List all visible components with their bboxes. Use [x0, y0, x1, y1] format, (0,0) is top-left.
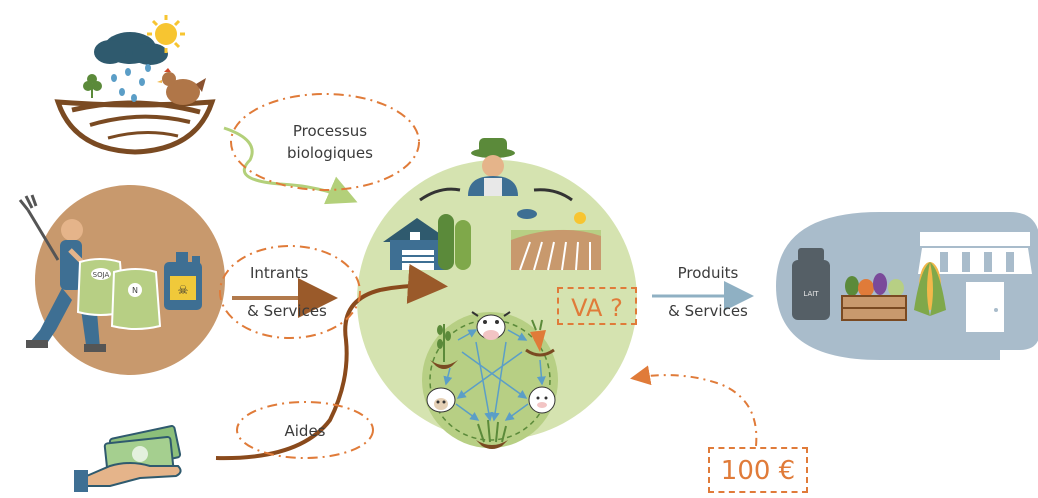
hen-icon	[157, 68, 206, 105]
corn-icon	[914, 262, 946, 316]
field-icon	[511, 209, 601, 271]
silo-icon	[438, 214, 471, 270]
sun-icon	[147, 15, 185, 53]
value-added-box: VA ?	[557, 287, 637, 325]
svg-text:LAIT: LAIT	[803, 290, 819, 298]
svg-text:☠: ☠	[178, 283, 189, 297]
aides-label: Aides	[284, 422, 326, 440]
produits-line-2: & Services	[668, 302, 748, 320]
clover-icon	[83, 74, 102, 98]
interaction-arrows	[443, 329, 546, 422]
milk-can-icon: LAIT	[792, 248, 830, 320]
rain-icon	[111, 64, 151, 102]
intrants-ellipse	[219, 245, 361, 339]
vegetable-crate-icon	[841, 273, 907, 321]
price-box: 100 €	[708, 447, 808, 493]
svg-text:SOJA: SOJA	[93, 271, 110, 279]
intrants-line-2: & Services	[247, 302, 327, 320]
inputs-illustration: SOJA N ☠	[18, 185, 225, 375]
farm-system-illustration	[357, 138, 637, 449]
bag-n-icon: N	[110, 268, 162, 330]
produits-line-1: Produits	[677, 264, 739, 282]
subsidy-hand-icon	[74, 425, 182, 492]
farmer-icon	[468, 138, 518, 196]
aides-ellipse	[236, 401, 374, 459]
svg-text:N: N	[132, 286, 138, 295]
subsidies-arrow	[215, 263, 448, 461]
price-arrow	[630, 365, 758, 447]
processus-line-2: biologiques	[287, 144, 373, 162]
nature-illustration	[54, 15, 216, 155]
sheep-icon	[426, 387, 456, 413]
wheat-icon	[430, 324, 458, 369]
grass-icon	[476, 419, 508, 449]
processus-label: Processus biologiques	[278, 120, 382, 164]
cow-icon	[471, 311, 511, 340]
cloud-icon	[94, 32, 168, 65]
shop-icon	[918, 232, 1032, 332]
market-illustration: LAIT	[776, 212, 1038, 360]
produits-label: Produits & Services	[660, 262, 756, 322]
processus-line-1: Processus	[292, 122, 368, 140]
intrants-label: Intrants & Services	[236, 262, 338, 322]
processus-ellipse	[230, 93, 420, 191]
pesticide-can-icon: ☠	[164, 252, 202, 310]
pig-icon	[528, 386, 556, 414]
carrot-icon	[525, 319, 555, 357]
biological-processes-arrow	[223, 126, 358, 205]
intrants-line-1: Intrants	[250, 264, 309, 282]
